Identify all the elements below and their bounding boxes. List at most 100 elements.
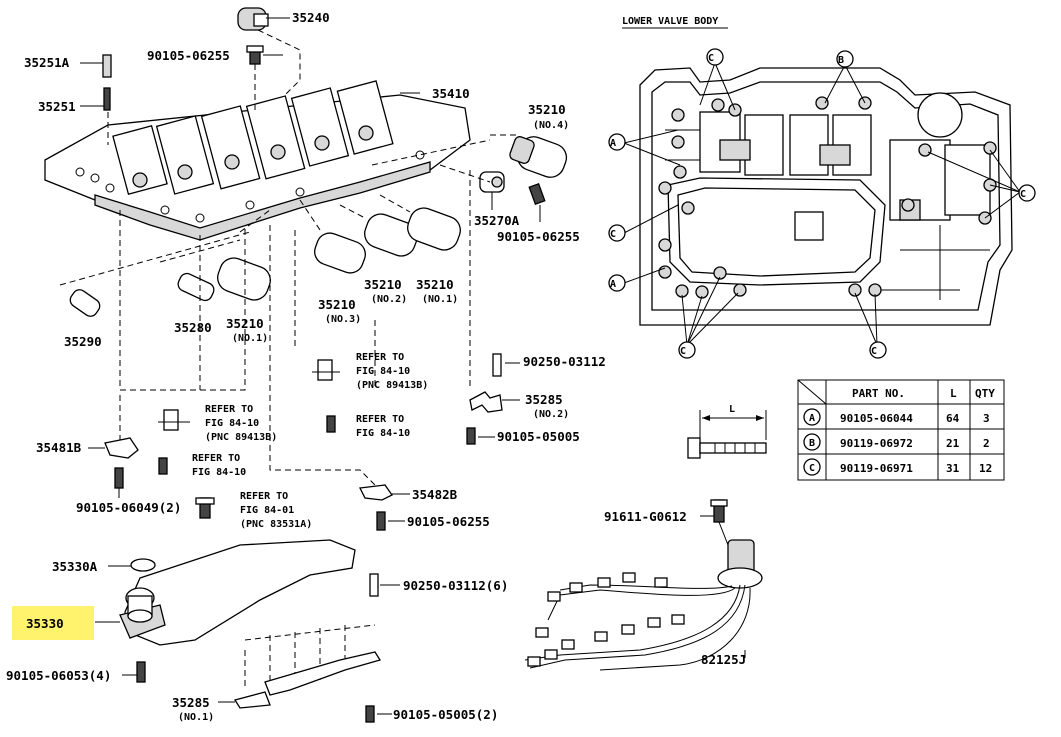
table-row-b-part[interactable]: 90119-06972 xyxy=(840,437,913,450)
label-35210-no1-right[interactable]: 35210 xyxy=(416,277,454,292)
dimension-l: L xyxy=(729,404,735,415)
label-35481b[interactable]: 35481B xyxy=(36,440,82,455)
solenoid-35210-no1[interactable] xyxy=(214,254,274,304)
key-c-4: C xyxy=(680,346,686,357)
label-90250-03112-6[interactable]: 90250-03112(6) xyxy=(403,578,508,593)
key-c-3: C xyxy=(1020,189,1026,200)
label-90105-06255-top[interactable]: 90105-06255 xyxy=(147,48,230,63)
label-35251[interactable]: 35251 xyxy=(38,99,76,114)
pin-35251[interactable] xyxy=(80,87,111,111)
label-90105-06255-low[interactable]: 90105-06255 xyxy=(407,514,490,529)
label-35285-no1[interactable]: 35285 xyxy=(172,695,210,710)
label-90105-06255-mid[interactable]: 90105-06255 xyxy=(497,229,580,244)
key-b-1: B xyxy=(838,55,844,66)
refer-5-line3: (PNC 83531A) xyxy=(240,519,312,530)
refer-5-line2: FIG 84-01 xyxy=(240,505,294,516)
table-row-c-l: 31 xyxy=(946,462,960,475)
label-35210-no3[interactable]: 35210 xyxy=(318,297,356,312)
label-35280[interactable]: 35280 xyxy=(174,320,212,335)
label-35210-no1[interactable]: 35210 xyxy=(226,316,264,331)
label-35285-no2-sub: (NO.2) xyxy=(533,409,569,420)
pin-90250-03112[interactable] xyxy=(492,353,520,377)
bolt-90105-06049[interactable] xyxy=(114,467,124,498)
bolt-90105-05005-bot[interactable] xyxy=(365,705,392,723)
label-91611-g0612[interactable]: 91611-G0612 xyxy=(604,509,687,524)
connector-refer-1[interactable] xyxy=(312,359,340,381)
label-35410[interactable]: 35410 xyxy=(432,86,470,101)
label-35240[interactable]: 35240 xyxy=(292,10,330,25)
label-35290[interactable]: 35290 xyxy=(64,334,102,349)
label-35210-no4[interactable]: 35210 xyxy=(528,102,566,117)
lower-valve-body-view xyxy=(608,27,1036,359)
refer-3-line2: FIG 84-10 xyxy=(205,418,259,429)
bracket-35482b[interactable] xyxy=(359,484,410,501)
label-35330[interactable]: 35330 xyxy=(26,616,64,631)
bolt-91611-g0612[interactable] xyxy=(700,499,729,546)
connector-refer-3[interactable] xyxy=(158,409,190,431)
pin-35251a[interactable] xyxy=(80,54,112,78)
key-c-5: C xyxy=(871,346,877,357)
label-82125j[interactable]: 82125J xyxy=(701,652,746,667)
label-35270a[interactable]: 35270A xyxy=(474,213,520,228)
solenoid-35210-no1-right[interactable] xyxy=(404,204,464,254)
wire-harness-82125j[interactable] xyxy=(524,539,763,671)
solenoid-35240[interactable] xyxy=(237,7,290,31)
label-35210-no2[interactable]: 35210 xyxy=(364,277,402,292)
label-35330a[interactable]: 35330A xyxy=(52,559,98,574)
dashed-leaders xyxy=(59,29,520,491)
bolt-refer-4[interactable] xyxy=(158,457,168,475)
label-90105-06053[interactable]: 90105-06053(4) xyxy=(6,668,111,683)
oil-strainer-35330[interactable] xyxy=(95,539,356,646)
refer-1-line3: (PNC 89413B) xyxy=(356,380,428,391)
label-35210-no1-sub: (NO.1) xyxy=(232,333,268,344)
solenoid-35210-no4[interactable] xyxy=(508,133,570,181)
bracket-35481b[interactable] xyxy=(88,437,139,459)
table-header-part-no: PART NO. xyxy=(852,387,905,400)
callout-labels: 35240 90105-06255 35251A 35251 35410 352… xyxy=(6,10,1026,723)
valve-body-assembly[interactable] xyxy=(44,80,471,241)
table-row-b-key: B xyxy=(809,438,815,449)
bolt-90105-06255-top[interactable] xyxy=(246,45,283,65)
gasket-35330a[interactable] xyxy=(108,558,156,572)
label-35210-no4-sub: (NO.4) xyxy=(533,120,569,131)
bolt-90105-06053[interactable] xyxy=(122,661,146,683)
table-row-c-key: C xyxy=(809,463,815,474)
key-a-1: A xyxy=(610,138,616,149)
solenoid-35210-no3[interactable] xyxy=(311,229,369,276)
table-row-b-l: 21 xyxy=(946,437,960,450)
table-row-a-key: A xyxy=(809,413,815,424)
bolt-90105-05005-mid[interactable] xyxy=(466,427,495,445)
label-35210-no1-right-sub: (NO.1) xyxy=(422,294,458,305)
bolt-refer-2[interactable] xyxy=(326,415,336,433)
table-row-c-part[interactable]: 90119-06971 xyxy=(840,462,913,475)
valve-35290[interactable] xyxy=(68,287,103,319)
refer-3-line1: REFER TO xyxy=(205,404,253,415)
label-35251a[interactable]: 35251A xyxy=(24,55,70,70)
solenoid-35210-no2[interactable] xyxy=(361,210,421,260)
label-90105-05005-mid[interactable]: 90105-05005 xyxy=(497,429,580,444)
table-row-a-qty: 3 xyxy=(983,412,990,425)
table-row-a-part[interactable]: 90105-06044 xyxy=(840,412,913,425)
bolt-90105-06255-low[interactable] xyxy=(376,511,405,531)
table-row-c-qty: 12 xyxy=(979,462,992,475)
label-35482b[interactable]: 35482B xyxy=(412,487,458,502)
label-90105-06049[interactable]: 90105-06049(2) xyxy=(76,500,181,515)
bolt-refer-5[interactable] xyxy=(195,497,215,519)
selected-part-highlight xyxy=(12,606,94,640)
clip-35285-no1[interactable] xyxy=(218,624,382,709)
label-35285-no2[interactable]: 35285 xyxy=(525,392,563,407)
key-c-2: C xyxy=(610,229,616,240)
clip-35285-no2[interactable] xyxy=(469,391,520,413)
label-90105-05005-bot[interactable]: 90105-05005(2) xyxy=(393,707,498,722)
table-header-qty: QTY xyxy=(975,387,995,400)
label-35210-no3-sub: (NO.3) xyxy=(325,314,361,325)
valve-35280[interactable] xyxy=(176,271,216,303)
label-90250-03112-top[interactable]: 90250-03112 xyxy=(523,354,606,369)
table-header-l: L xyxy=(950,387,957,400)
pin-90250-03112-6[interactable] xyxy=(369,573,400,597)
bolt-90105-06255-mid[interactable] xyxy=(528,182,546,222)
label-35285-no1-sub: (NO.1) xyxy=(178,712,214,723)
sensor-35270a[interactable] xyxy=(479,171,505,210)
label-35210-no2-sub: (NO.2) xyxy=(371,294,407,305)
